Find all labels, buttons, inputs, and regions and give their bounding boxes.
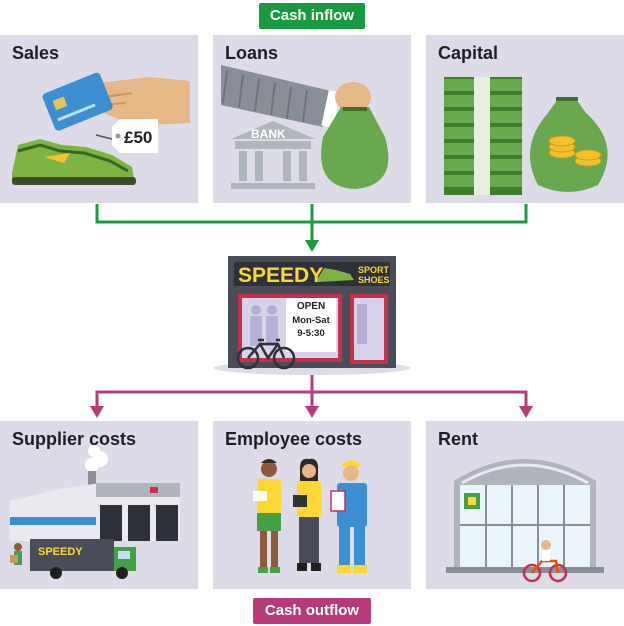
card-payment-shoe-icon: £50 bbox=[12, 72, 190, 185]
loans-panel: BANK Loans bbox=[213, 35, 411, 203]
bicycle-icon bbox=[236, 338, 296, 370]
employee-costs-panel: Employee costs bbox=[213, 421, 411, 589]
shop-front-icon: SPEEDY SPORT SHOES OPEN Mon-Sat 9-5:30 bbox=[214, 256, 410, 375]
shop-name-text: SPEEDY bbox=[238, 264, 323, 287]
banknote-stack bbox=[444, 77, 522, 195]
staff-group-icon bbox=[253, 458, 367, 573]
building-rent-icon bbox=[446, 459, 604, 583]
employee-costs-label: Employee costs bbox=[225, 429, 363, 449]
bank-building bbox=[231, 121, 315, 189]
outflow-arrowhead-center bbox=[305, 406, 319, 418]
supplier-costs-label: Supplier costs bbox=[12, 429, 137, 449]
rent-label: Rent bbox=[438, 429, 478, 449]
factory-truck-icon: SPEEDY bbox=[10, 445, 180, 579]
shop-tagline-line1: SPORT bbox=[358, 265, 390, 275]
employee-engineer-icon bbox=[330, 460, 367, 573]
bank-sign-text: BANK bbox=[251, 127, 286, 141]
truck-logo-text: SPEEDY bbox=[38, 546, 83, 558]
inflow-arrowhead bbox=[305, 240, 319, 252]
loans-label: Loans bbox=[225, 43, 279, 63]
capital-panel: Capital bbox=[426, 35, 624, 203]
cyclist-icon bbox=[522, 540, 568, 583]
employee-shop-assistant-icon bbox=[293, 458, 321, 571]
shop-hours-text: 9-5:30 bbox=[297, 328, 324, 339]
shop-open-text: OPEN bbox=[297, 301, 325, 312]
capital-label: Capital bbox=[438, 43, 499, 63]
smoke-icon bbox=[85, 445, 108, 472]
rent-panel: Rent bbox=[426, 421, 624, 589]
supplier-costs-panel: SPEEDY Supplier costs bbox=[0, 421, 198, 589]
inflow-connector bbox=[95, 204, 528, 245]
price-tag-text: £50 bbox=[124, 128, 152, 147]
cash-outflow-badge: Cash outflow bbox=[253, 598, 371, 624]
cash-inflow-badge: Cash inflow bbox=[259, 3, 365, 29]
shop-tagline-line2: SHOES bbox=[358, 275, 390, 285]
bank-loan-bag-icon: BANK bbox=[221, 65, 389, 189]
sales-label: Sales bbox=[12, 43, 60, 63]
shop-days-text: Mon-Sat bbox=[292, 315, 330, 326]
outflow-arrowhead-right bbox=[519, 406, 533, 418]
outflow-arrowhead-left bbox=[90, 406, 104, 418]
sales-panel: £50 Sales bbox=[0, 35, 198, 203]
employee-sports-icon bbox=[253, 459, 281, 573]
cash-stack-money-bag-icon bbox=[444, 77, 608, 195]
